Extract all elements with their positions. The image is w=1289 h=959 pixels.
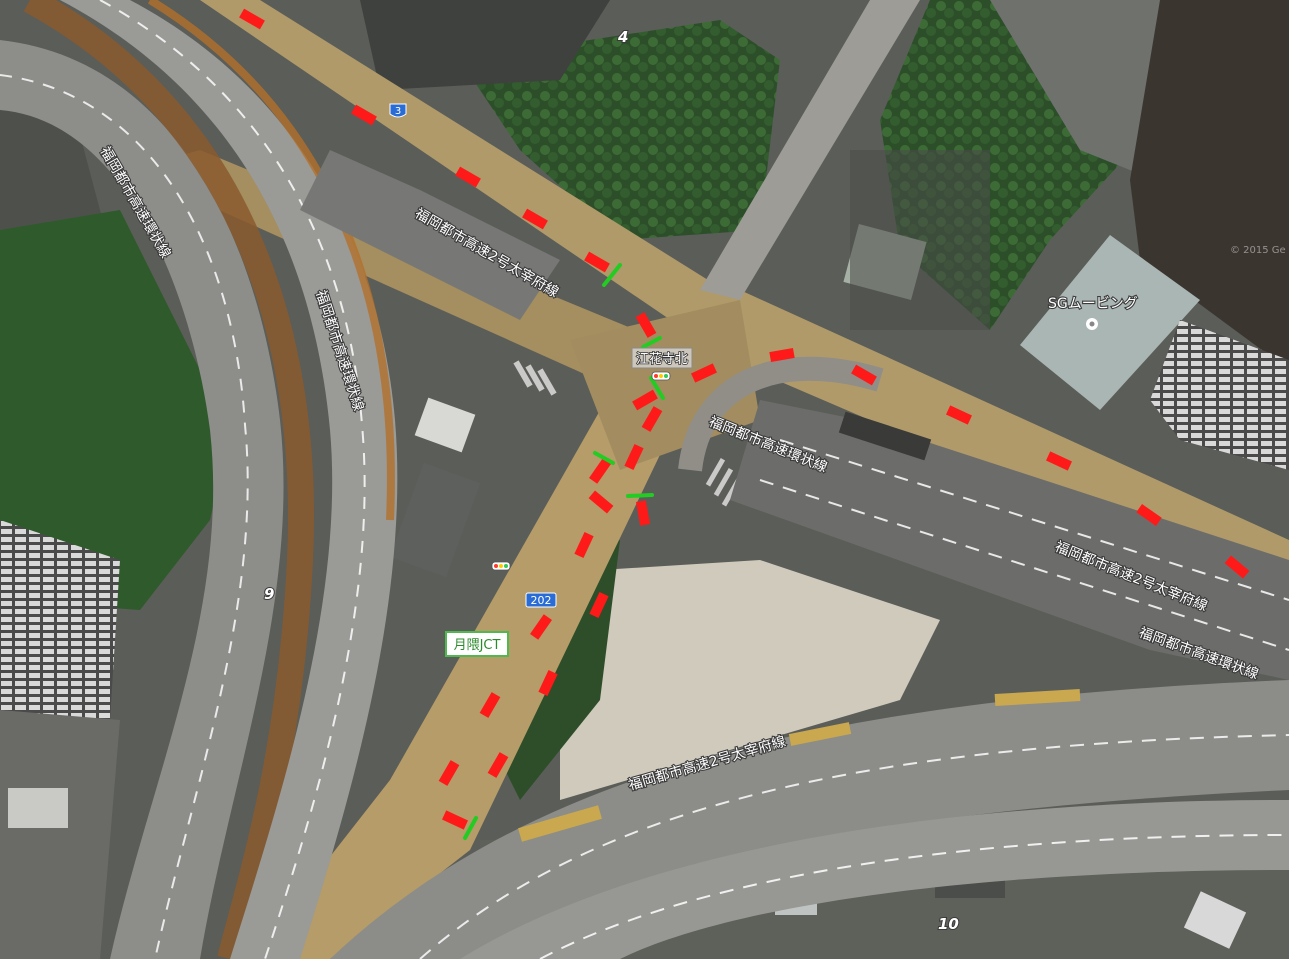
congestion-segment: [522, 208, 548, 230]
congestion-segment: [1224, 555, 1250, 579]
congestion-segment: [479, 692, 501, 718]
label-block-4: 4: [617, 28, 628, 46]
building-southeast: [1183, 891, 1247, 949]
congestion-segment: [641, 406, 663, 432]
expressway-ring-west-inner-lanes: [99, 0, 366, 959]
expressway-route2-south: [330, 680, 1289, 959]
green-strip-south: [500, 540, 620, 800]
building-west-center: [389, 462, 481, 578]
congestion-segment: [530, 614, 552, 640]
congestion-segment: [487, 752, 509, 778]
congestion-segment: [442, 810, 468, 830]
watermark-text: © 2015 Ge: [1230, 245, 1286, 256]
road-route3: [200, 0, 740, 340]
congestion-segment: [438, 760, 460, 786]
expressway-route2-south-lane: [419, 734, 1289, 959]
route-shield-202-label: 202: [531, 594, 552, 607]
congestion-segment: [589, 458, 611, 484]
congestion-segment: [455, 166, 481, 188]
parking-central: [850, 150, 990, 330]
poi-marker-icon: [1086, 318, 1098, 330]
junction-label-box[interactable]: 月隈JCT: [445, 631, 509, 657]
parking-lot-west: [0, 520, 120, 720]
parking-lot-east: [1150, 320, 1289, 470]
label-poi-sg-moving: SGムービング: [1048, 296, 1138, 312]
ground-southwest: [0, 710, 120, 959]
signal-marker: [463, 816, 478, 840]
expressway-ring-south-lane: [539, 834, 1289, 959]
congestion-segment: [538, 670, 558, 696]
congestion-segment: [584, 251, 610, 273]
congestion-segment: [588, 490, 614, 514]
traffic-light-icon: [491, 561, 511, 571]
intersection-label-box[interactable]: 江花寺北: [631, 347, 693, 369]
expressway-ramp-brown: [23, 0, 315, 959]
signal-marker: [641, 336, 662, 349]
expressway-route2-sunken: [730, 400, 1289, 680]
congestion-segment: [635, 312, 657, 338]
congestion-segment: [635, 500, 651, 526]
congestion-segment: [1136, 504, 1162, 526]
sg-building: [1020, 235, 1200, 410]
congestion-segment: [691, 363, 717, 383]
congestion-segment: [632, 389, 658, 411]
dark-lot-north: [360, 0, 610, 90]
signal-marker: [649, 376, 665, 400]
ramp-curve-intersection: [678, 356, 884, 472]
congestion-segment: [239, 8, 265, 30]
building-sw: [8, 788, 68, 828]
signal-marker: [602, 263, 622, 287]
expressway-route2-upper: [300, 150, 560, 320]
road-north: [700, 0, 920, 300]
signal-marker: [626, 493, 654, 498]
congestion-segment: [1046, 451, 1072, 471]
bare-lot-south: [560, 560, 940, 800]
expressway-route2-lane-b: [759, 479, 1289, 651]
building-white-small: [414, 397, 476, 453]
label-junction: 月隈JCT: [454, 638, 501, 653]
signal-marker: [593, 451, 615, 465]
expressway-route2-south-gold-2: [788, 722, 852, 746]
route-shield-3-label: 3: [395, 106, 401, 117]
expressway-ring-west-inner: [60, 0, 398, 959]
congestion-segment: [589, 592, 609, 618]
road-west: [130, 150, 660, 390]
label-block-10: 10: [938, 915, 959, 933]
congestion-segment: [946, 405, 972, 425]
traffic-light-icon: [651, 371, 671, 381]
tunnel-portal: [838, 411, 932, 461]
congestion-segment: [851, 364, 877, 386]
congestion-segment: [769, 347, 795, 363]
signal-markers: [463, 263, 665, 840]
expressway-ring-south: [460, 800, 1289, 959]
label-intersection: 江花寺北: [636, 351, 688, 367]
congestion-segment: [574, 532, 594, 558]
farmland-east: [1130, 0, 1289, 370]
label-block-9: 9: [264, 585, 274, 603]
congestion-segment: [624, 444, 644, 470]
expressway-route2-south-gold: [518, 805, 602, 842]
congestion-segment: [351, 104, 377, 126]
route-shield-3-icon: 3: [389, 103, 407, 118]
route-shield-202-icon: 202: [525, 592, 557, 608]
expressway-route2-lane-a: [779, 439, 1289, 601]
green-field-west: [0, 210, 230, 610]
expressway-route2-south-gold-3: [994, 689, 1081, 706]
congestion-markers: [239, 8, 1250, 830]
expressway-ring-west-outer-lanes: [0, 74, 249, 959]
